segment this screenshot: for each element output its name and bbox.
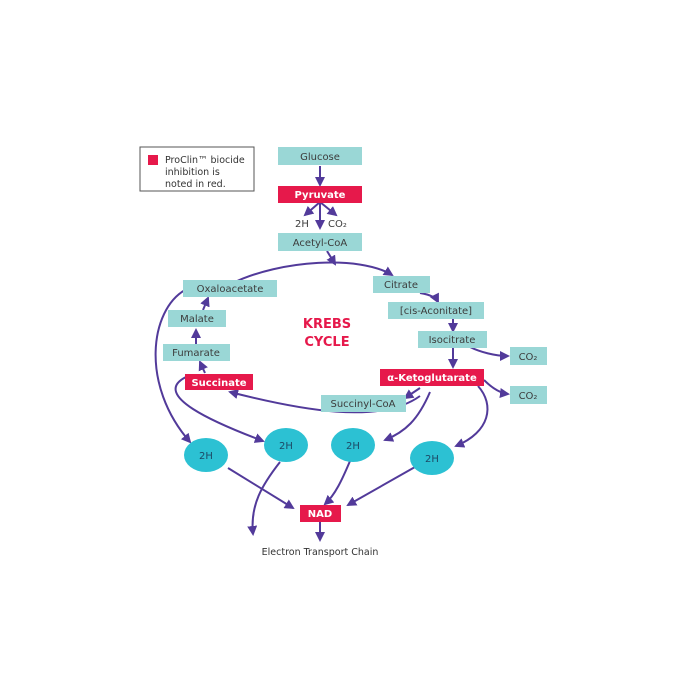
legend-line-1: ProClin™ biocide — [165, 155, 245, 166]
pyruvate-co2-label: CO₂ — [328, 219, 347, 230]
node-nad: NAD — [300, 505, 341, 522]
2h-3-label: 2H — [346, 441, 360, 452]
node-2h-4: 2H — [410, 441, 454, 475]
arrow-ketoglutarate-2h — [454, 385, 489, 448]
legend-red-marker — [148, 155, 158, 165]
electron-transport-chain-label: Electron Transport Chain — [262, 547, 379, 558]
succinate-label: Succinate — [191, 378, 246, 389]
arrow-isocitrate-co2 — [469, 346, 510, 361]
node-oxaloacetate: Oxaloacetate — [183, 280, 277, 297]
node-isocitrate: Isocitrate — [418, 331, 487, 348]
arrow-isocitrate-2h — [383, 391, 431, 442]
legend-line-3: noted in red. — [165, 179, 226, 190]
node-pyruvate: Pyruvate — [278, 186, 362, 203]
arrows — [154, 166, 510, 542]
pyruvate-2h-label: 2H — [295, 219, 309, 230]
arrow-succinate-2h — [174, 376, 265, 443]
title-cycle: CYCLE — [304, 335, 349, 350]
arrow-oxaloacetate-citrate — [232, 261, 394, 284]
node-malate: Malate — [168, 310, 226, 327]
node-2h-2: 2H — [264, 428, 308, 462]
legend-line-2: inhibition is — [165, 167, 220, 178]
arrow-pyruvate-co2 — [319, 201, 338, 217]
2h-4-label: 2H — [425, 454, 439, 465]
node-alpha-ketoglutarate: α-Ketoglutarate — [380, 369, 484, 386]
arrow-oxaloacetate-2h — [154, 289, 192, 444]
node-glucose: Glucose — [278, 147, 362, 165]
node-citrate: Citrate — [373, 276, 430, 293]
node-2h-1: 2H — [184, 438, 228, 472]
node-co2-ketoglutarate: CO₂ — [510, 386, 547, 404]
node-fumarate: Fumarate — [163, 344, 230, 361]
node-cis-aconitate: [cis-Aconitate] — [388, 302, 484, 319]
legend-frame — [139, 146, 255, 192]
isocitrate-label: Isocitrate — [429, 335, 476, 346]
node-co2-isocitrate: CO₂ — [510, 347, 547, 365]
node-acetyl-coa: Acetyl-CoA — [278, 233, 362, 251]
arrow-2h2-etc — [247, 461, 281, 536]
citrate-label: Citrate — [384, 280, 418, 291]
cis-aconitate-label: [cis-Aconitate] — [400, 306, 472, 317]
arrow-2h3-nad — [323, 460, 351, 506]
node-succinate: Succinate — [185, 374, 253, 390]
glucose-label: Glucose — [300, 152, 340, 163]
legend: ProClin™ biocide inhibition is noted in … — [139, 146, 255, 192]
arrow-citrate-aconitate — [419, 292, 439, 304]
2h-1-label: 2H — [199, 451, 213, 462]
arrow-ketoglutarate-succinylcoa — [403, 387, 421, 400]
node-2h-3: 2H — [331, 428, 375, 462]
arrow-acetyl-cycle — [326, 250, 337, 266]
title-krebs: KREBS — [303, 317, 351, 332]
arrow-2h4-nad — [346, 466, 416, 506]
oxaloacetate-label: Oxaloacetate — [197, 284, 264, 295]
succinyl-coa-label: Succinyl-CoA — [330, 399, 395, 410]
arrow-succinate-fumarate — [198, 360, 208, 374]
2h-2-label: 2H — [279, 441, 293, 452]
arrow-2h1-nad — [227, 467, 295, 510]
arrow-malate-oxaloacetate — [200, 296, 210, 311]
malate-label: Malate — [180, 314, 214, 325]
arrow-ketoglutarate-co2 — [483, 379, 510, 398]
acetyl-coa-label: Acetyl-CoA — [293, 238, 348, 249]
nad-label: NAD — [308, 509, 332, 520]
alpha-ketoglutarate-label: α-Ketoglutarate — [387, 373, 477, 384]
pyruvate-label: Pyruvate — [295, 190, 346, 201]
co2-isocitrate-label: CO₂ — [519, 352, 538, 363]
node-succinyl-coa: Succinyl-CoA — [321, 395, 406, 412]
fumarate-label: Fumarate — [172, 348, 220, 359]
co2-ketoglutarate-label: CO₂ — [519, 391, 538, 402]
arrow-pyruvate-2h — [303, 201, 321, 217]
